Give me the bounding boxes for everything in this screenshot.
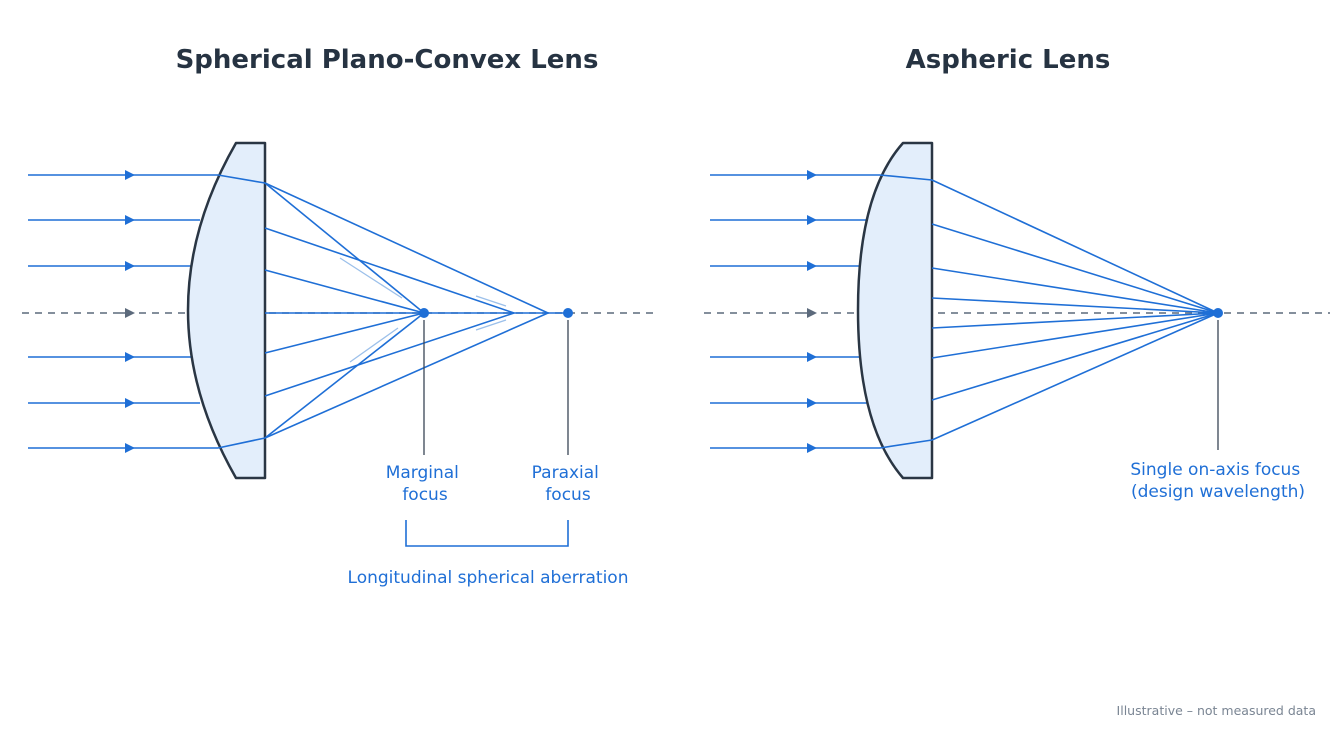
refracted-ray [931,179,1219,314]
right-incoming-rays [710,170,880,453]
paraxial-focus-label: Paraxial focus [532,463,605,505]
refracted-ray [879,439,933,449]
right-panel-title: Aspheric Lens [906,45,1111,75]
left-focus-markers [419,308,573,455]
right-focus-marker [1213,308,1223,450]
left-panel-title: Spherical Plano-Convex Lens [176,45,599,75]
refracted-ray [931,312,1219,329]
left-faint-rays [339,257,507,363]
refracted-ray [931,312,1219,401]
refracted-ray [264,312,515,397]
refracted-ray [931,267,1219,314]
refracted-ray [264,227,515,314]
left-refracted-rays [217,174,568,449]
aspheric-lens [856,141,934,480]
refracted-ray [264,312,425,439]
marginal-focus-dot [419,308,429,318]
marginal-focus-label: Marginal focus [386,463,465,505]
left-incoming-rays [28,170,218,453]
refracted-ray [264,269,425,314]
refracted-ray [931,223,1219,314]
spherical-lens [186,141,267,480]
aberration-bracket [405,520,569,547]
refracted-ray [931,312,1219,441]
refracted-ray [217,437,266,449]
refracted-ray [264,312,425,354]
refracted-ray [264,312,549,439]
refracted-ray [879,174,933,181]
refracted-ray [264,182,425,314]
paraxial-focus-dot [563,308,573,318]
refracted-ray [931,312,1219,359]
refracted-ray [264,182,549,314]
single-focus-dot [1213,308,1223,318]
refracted-ray [931,297,1219,314]
aberration-label: Longitudinal spherical aberration [348,568,629,588]
right-refracted-rays [879,174,1219,449]
refracted-ray [217,174,266,184]
single-focus-label: Single on-axis focus (design wavelength) [1130,460,1305,502]
footnote: Illustrative – not measured data [1117,703,1316,718]
